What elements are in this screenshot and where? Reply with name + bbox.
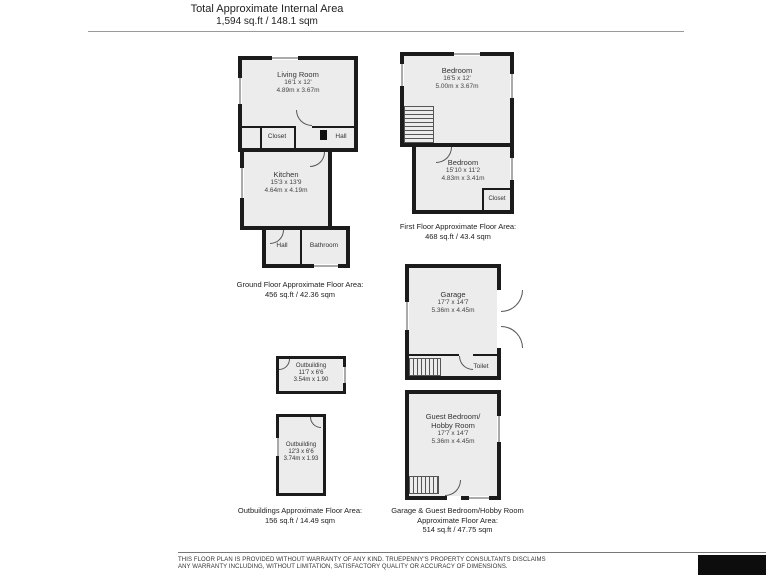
room-name-line1: Guest Bedroom/	[425, 412, 481, 421]
window	[314, 264, 338, 268]
page-title: Total Approximate Internal Area	[190, 3, 344, 15]
caption-line: Garage & Guest Bedroom/Hobby Room	[391, 506, 524, 515]
room-dims-ft: 12'3 x 6'6	[288, 449, 314, 455]
room-name: Living Room	[277, 70, 319, 79]
interior-wall	[473, 354, 497, 356]
caption-line: Outbuildings Approximate Floor Area:	[237, 506, 363, 515]
room-dims-m: 3.54m x 1.90	[293, 377, 329, 383]
garage-label: Garage 17'7 x 14'7 5.36m x 4.45m	[405, 290, 501, 315]
disclaimer: THIS FLOOR PLAN IS PROVIDED WITHOUT WARR…	[178, 557, 648, 571]
outbuildings-caption: Outbuildings Approximate Floor Area: 156…	[218, 506, 382, 525]
kitchen-label: Kitchen 15'3 x 13'9 4.64m x 4.19m	[240, 170, 332, 195]
closet-wall	[482, 188, 510, 190]
room-dims-ft: 17'7 x 14'7	[437, 430, 469, 437]
room-dims-ft: 16'1 x 12'	[284, 79, 312, 86]
closet-wall	[260, 128, 262, 148]
closet-label: Closet	[488, 196, 506, 202]
room-dims-m: 5.00m x 3.67m	[435, 83, 479, 90]
first-floor-plan: Bedroom 16'5 x 12' 5.00m x 3.67m Bedroom…	[398, 50, 518, 218]
brand-logo	[698, 555, 766, 575]
footer-divider	[178, 552, 766, 553]
toilet-label: Toilet	[473, 363, 489, 370]
guest-room-plan: Guest Bedroom/ Hobby Room 17'7 x 14'7 5.…	[403, 390, 528, 502]
door-icon	[320, 130, 327, 140]
caption-line: Approximate Floor Area:	[417, 515, 498, 525]
room-name: Bedroom	[447, 158, 479, 167]
room-dims-ft: 15'10 x 11'2	[445, 167, 481, 174]
closet-label: Closet	[267, 133, 287, 140]
room-dims-ft: 11'7 x 6'6	[298, 370, 324, 376]
caption-line: 456 sq.ft / 42.36 sqm	[264, 289, 336, 299]
room-dims-ft: 16'5 x 12'	[443, 75, 471, 82]
outbuilding1-plan: Outbuilding 11'7 x 6'6 3.54m x 1.90	[276, 356, 346, 394]
outbuilding2-plan: Outbuilding 12'3 x 6'6 3.74m x 1.93	[276, 414, 326, 496]
room-name: Kitchen	[273, 170, 299, 179]
first-floor-caption: First Floor Approximate Floor Area: 468 …	[398, 222, 518, 241]
closet-wall	[294, 128, 296, 148]
caption-line: First Floor Approximate Floor Area:	[399, 222, 517, 231]
hall-lower-label: Hall	[276, 242, 288, 249]
room-dims-m: 5.36m x 4.45m	[431, 307, 475, 314]
garage-door-leaf	[501, 326, 523, 348]
window	[497, 416, 501, 442]
closet-wall	[482, 188, 484, 210]
garage-door-leaf	[501, 290, 523, 312]
interior-wall	[242, 126, 296, 128]
staircase	[404, 106, 434, 143]
window	[454, 52, 480, 56]
bedroom1-label: Bedroom 16'5 x 12' 5.00m x 3.67m	[400, 66, 514, 91]
outbuilding2-label: Outbuilding 12'3 x 6'6 3.74m x 1.93	[276, 442, 326, 463]
interior-wall	[300, 230, 302, 264]
room-dims-m: 4.89m x 3.67m	[276, 87, 320, 94]
door-opening	[447, 496, 461, 500]
staircase	[409, 476, 439, 494]
room-dims-ft: 17'7 x 14'7	[437, 299, 469, 306]
room-dims-m: 4.83m x 3.41m	[441, 175, 485, 182]
bathroom-label: Bathroom	[309, 242, 339, 249]
living-room-label: Living Room 16'1 x 12' 4.89m x 3.67m	[238, 70, 358, 95]
interior-wall	[312, 126, 354, 128]
caption-line: Ground Floor Approximate Floor Area:	[236, 280, 364, 289]
ground-floor-plan: Living Room 16'1 x 12' 4.89m x 3.67m Clo…	[236, 52, 364, 270]
window	[343, 367, 346, 383]
room-dims-m: 4.64m x 4.19m	[264, 187, 308, 194]
garage-guest-caption: Garage & Guest Bedroom/Hobby Room Approx…	[385, 506, 530, 535]
room-dims-m: 3.74m x 1.93	[283, 456, 319, 462]
ground-floor-caption: Ground Floor Approximate Floor Area: 456…	[218, 280, 382, 299]
window	[238, 78, 242, 104]
garage-door-opening	[497, 290, 501, 348]
caption-line: 156 sq.ft / 14.49 sqm	[264, 515, 336, 525]
window	[405, 302, 409, 330]
room-dims-m: 5.36m x 4.45m	[431, 438, 475, 445]
guest-room-label: Guest Bedroom/ Hobby Room 17'7 x 14'7 5.…	[405, 412, 501, 446]
staircase	[409, 358, 441, 376]
window	[469, 496, 489, 500]
bedroom2-label: Bedroom 15'10 x 11'2 4.83m x 3.41m	[412, 158, 514, 183]
garage-plan: Garage 17'7 x 14'7 5.36m x 4.45m Toilet	[403, 262, 528, 382]
ground-upper-block	[238, 56, 358, 152]
caption-line: 468 sq.ft / 43.4 sqm	[425, 231, 491, 241]
window	[276, 438, 279, 456]
interior-wall	[409, 354, 459, 356]
room-name: Outbuilding	[295, 363, 327, 369]
room-name-line2: Hobby Room	[431, 421, 475, 430]
window	[510, 74, 514, 98]
room-name: Garage	[440, 290, 466, 299]
disclaimer-line2: ANY WARRANTY INCLUDING, WITHOUT LIMITATI…	[178, 564, 508, 570]
window	[240, 168, 244, 198]
total-area-value: 1,594 sq.ft / 148.1 sqm	[216, 16, 318, 27]
window	[510, 158, 514, 180]
header-divider	[88, 31, 684, 32]
room-dims-ft: 15'3 x 13'9	[270, 179, 302, 186]
window	[400, 64, 404, 86]
hall-upper-label: Hall	[335, 133, 347, 140]
room-name: Outbuilding	[285, 442, 317, 448]
outbuilding1-label: Outbuilding 11'7 x 6'6 3.54m x 1.90	[276, 363, 346, 384]
disclaimer-line1: THIS FLOOR PLAN IS PROVIDED WITHOUT WARR…	[178, 557, 546, 563]
room-name: Bedroom	[441, 66, 473, 75]
window	[272, 56, 298, 60]
caption-line: 514 sq.ft / 47.75 sqm	[422, 525, 493, 534]
